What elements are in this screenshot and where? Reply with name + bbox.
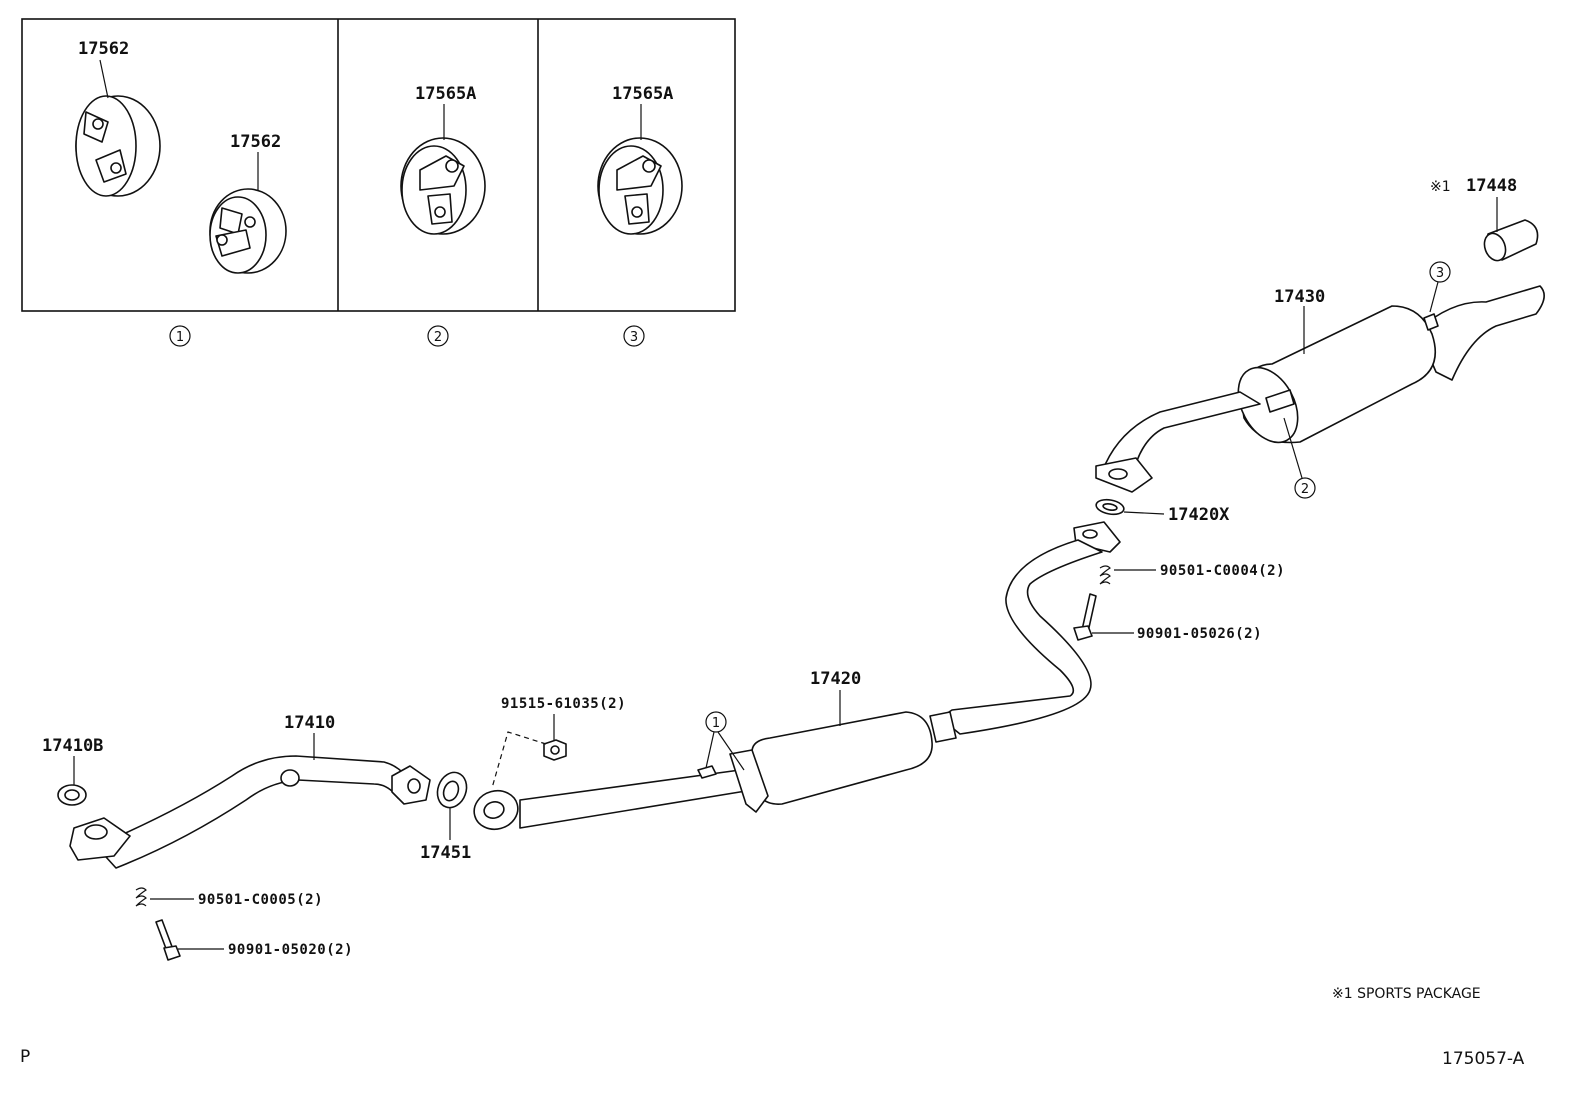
figure-id: 175057-A bbox=[1442, 1049, 1525, 1069]
label-17420: 17420 bbox=[810, 669, 861, 689]
tail-tip-note-mark: ※1 bbox=[1430, 179, 1451, 195]
tail-tip-drawing bbox=[1483, 219, 1539, 262]
label-17562-bottom: 17562 bbox=[230, 132, 281, 152]
svg-text:2: 2 bbox=[1301, 482, 1309, 497]
svg-text:3: 3 bbox=[1436, 266, 1444, 281]
inset-ref-2: 2 bbox=[427, 325, 449, 347]
label-17451: 17451 bbox=[420, 843, 471, 863]
label-17430: 17430 bbox=[1274, 287, 1325, 307]
muffler-drawing bbox=[1095, 285, 1545, 493]
label-17562-top: 17562 bbox=[78, 39, 129, 59]
gasket-17420x-drawing bbox=[1095, 498, 1125, 516]
bolt-front-drawing bbox=[155, 919, 181, 961]
inset-panel: 17562 17562 17565A bbox=[21, 18, 736, 347]
label-17410b: 17410B bbox=[42, 736, 103, 756]
corner-mark: P bbox=[20, 1047, 30, 1067]
label-17565a-panel3: 17565A bbox=[612, 84, 673, 104]
inset-frame bbox=[21, 18, 736, 312]
svg-text:3: 3 bbox=[630, 330, 638, 345]
label-17410: 17410 bbox=[284, 713, 335, 733]
gasket-17451-drawing bbox=[436, 771, 468, 809]
muffler-ref-3: 3 bbox=[1429, 261, 1451, 283]
center-pipe-ref-1: 1 bbox=[705, 711, 727, 733]
label-17448: 17448 bbox=[1466, 176, 1517, 196]
label-91515-61035: 91515-61035(2) bbox=[501, 696, 626, 712]
gasket-17410b-drawing bbox=[57, 784, 87, 806]
spring-front-drawing bbox=[135, 887, 147, 907]
nut-mid-drawing bbox=[543, 739, 567, 761]
label-17565a-panel2: 17565A bbox=[415, 84, 476, 104]
hanger-17565a-panel3-drawing bbox=[597, 137, 683, 235]
hanger-17565a-panel2-drawing bbox=[400, 137, 486, 235]
bolt-rear-drawing bbox=[1073, 593, 1097, 641]
label-90901-05020: 90901-05020(2) bbox=[228, 942, 353, 958]
inset-ref-1: 1 bbox=[169, 325, 191, 347]
svg-text:1: 1 bbox=[176, 330, 184, 345]
hanger-17562-top-drawing bbox=[75, 95, 161, 197]
label-17420x: 17420X bbox=[1168, 505, 1230, 525]
label-90901-05026: 90901-05026(2) bbox=[1137, 626, 1262, 642]
front-pipe-drawing bbox=[69, 755, 431, 869]
muffler-ref-2: 2 bbox=[1294, 477, 1316, 499]
spring-rear-drawing bbox=[1099, 565, 1111, 585]
svg-text:1: 1 bbox=[712, 716, 720, 731]
label-90501-c0004: 90501-C0004(2) bbox=[1160, 563, 1285, 579]
inset-ref-3: 3 bbox=[623, 325, 645, 347]
svg-text:2: 2 bbox=[434, 330, 442, 345]
center-pipe-drawing bbox=[473, 521, 1121, 831]
hanger-17562-bottom-drawing bbox=[209, 188, 287, 274]
label-90501-c0005: 90501-C0005(2) bbox=[198, 892, 323, 908]
footnote-sports-package: ※1 SPORTS PACKAGE bbox=[1332, 986, 1481, 1002]
